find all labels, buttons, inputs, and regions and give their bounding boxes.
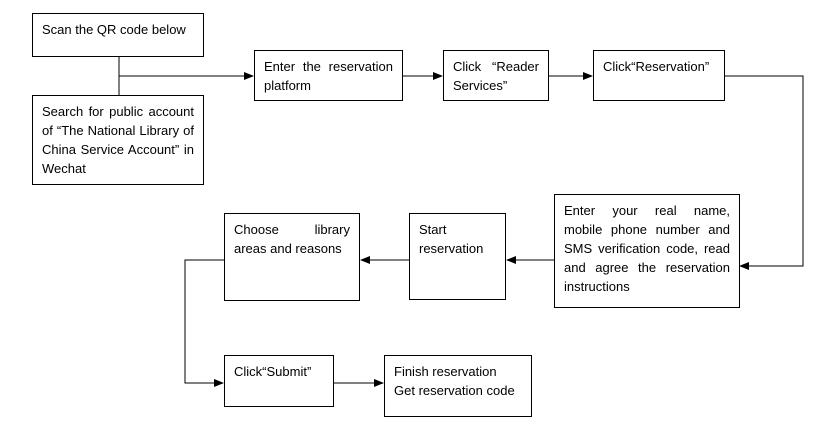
step-enter-info: Enter your real name, mobile phone numbe…: [554, 194, 740, 308]
arrow-to-submit: [184, 259, 224, 387]
step-choose-library: Choose library areas and reasons: [224, 213, 360, 301]
step-search-account: Search for public account of “The Nation…: [32, 95, 204, 185]
step-enter-platform: Enter the reservation platform: [254, 50, 403, 101]
step-start-reservation: Start reservation: [409, 213, 506, 300]
step-reader-services: Click “Reader Services”: [443, 50, 549, 101]
step-scan-qr: Scan the QR code below: [32, 13, 204, 57]
step-submit: Click“Submit”: [224, 355, 334, 407]
step-reservation: Click“Reservation”: [593, 50, 725, 101]
step-finish: Finish reservation Get reservation code: [384, 355, 532, 417]
arrow-to-enter-info: [725, 75, 804, 270]
